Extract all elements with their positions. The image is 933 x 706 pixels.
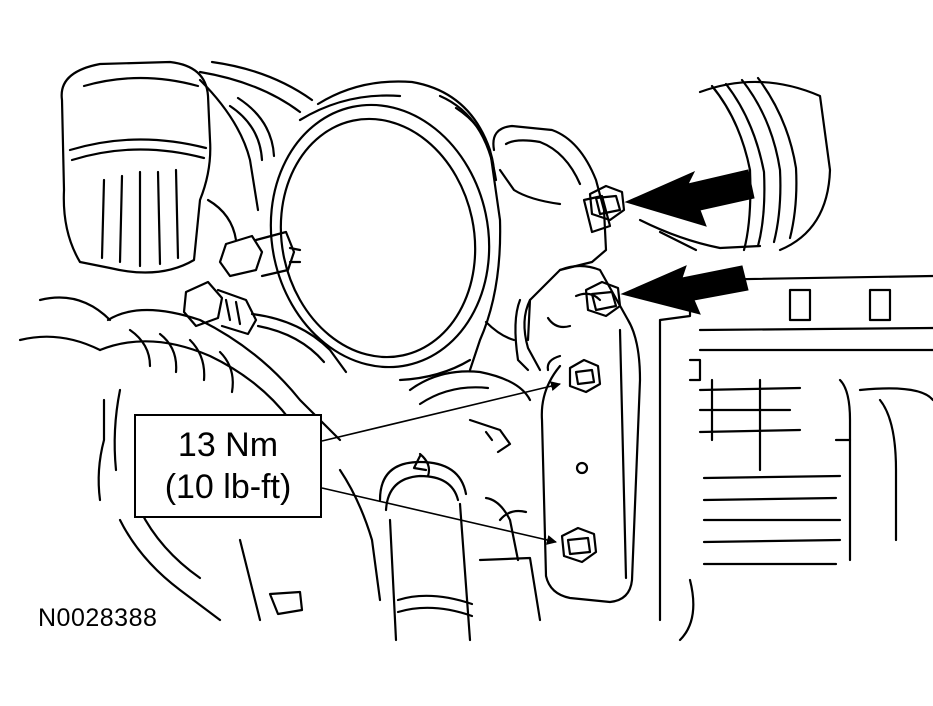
fuel-line-fittings [182,230,348,374]
figure-id: N0028388 [38,604,158,632]
upper-hoses [198,60,314,242]
bracket-bolts [560,184,626,564]
torque-callout: 13 Nm (10 lb-ft) [134,414,322,518]
mounting-bracket [492,124,642,604]
coolant-hose [18,296,342,622]
throttle-body [269,80,516,382]
oil-filter-housing [60,60,260,274]
intake-tube [638,76,832,252]
arrow-middle-bolt [620,265,749,315]
attention-arrows [620,169,755,315]
valve-cover [658,274,933,642]
arrow-upper-bolt [624,169,755,227]
callout-leaders [321,381,561,545]
torque-metric-label: 13 Nm [177,426,279,464]
torque-imperial-label: (10 lb-ft) [164,468,292,506]
lower-hose-clamp [338,370,542,642]
